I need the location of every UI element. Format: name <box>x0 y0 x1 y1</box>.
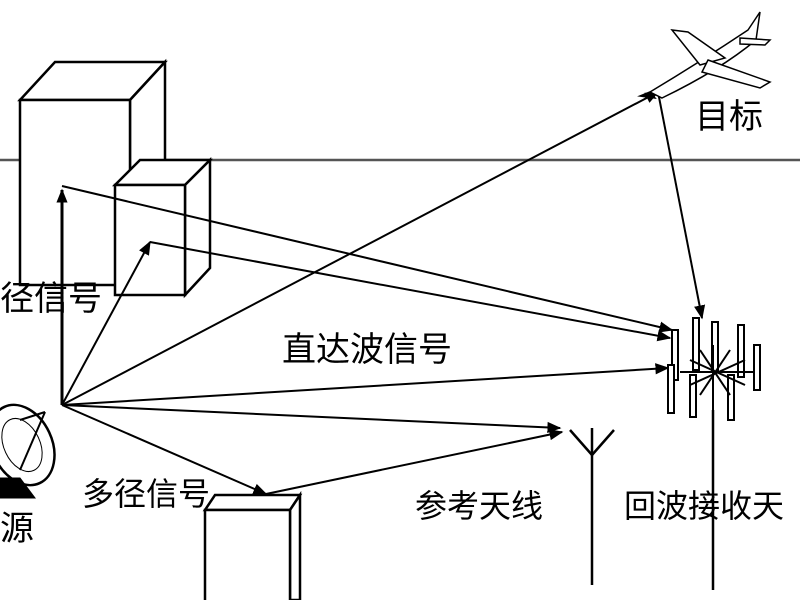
echo-receiver-antenna-icon <box>667 317 761 590</box>
building-small <box>111 156 214 299</box>
source-label: 源 <box>0 509 34 549</box>
signal-paths <box>56 91 706 495</box>
reference-antenna-label: 参考天线 <box>415 487 544 525</box>
target-label: 目标 <box>695 97 763 137</box>
multipath-bottom-label: 多径信号 <box>82 475 211 513</box>
direct-wave-label: 直达波信号 <box>282 330 452 370</box>
multipath-left-label: 径信号 <box>0 279 102 319</box>
airplane-icon <box>637 11 772 99</box>
building-bottom <box>202 490 303 600</box>
satellite-dish-icon <box>0 403 56 499</box>
reference-antenna-icon <box>569 428 615 585</box>
echo-receiver-label: 回波接收天 <box>624 487 785 525</box>
